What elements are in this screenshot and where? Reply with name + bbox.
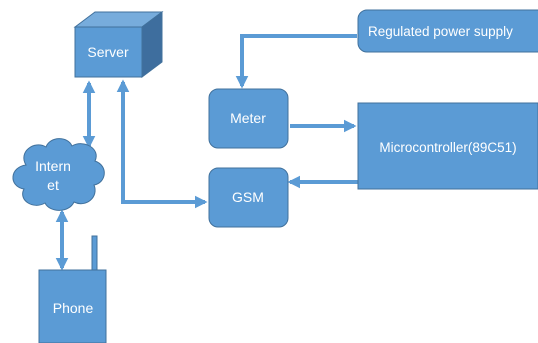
microcontroller-block: Microcontroller(89C51) [357,102,538,190]
gsm-box [208,167,289,228]
phone-block: Phone [38,235,107,343]
connectors [55,34,358,271]
internet-label-line2: et [47,177,59,193]
internet-cloud: Intern et [12,138,105,211]
meter-box [208,88,289,149]
phone-body [38,269,107,343]
internet-label-line1: Intern [35,158,71,174]
server-gsm-link [116,79,208,209]
power-supply-box [357,9,538,53]
power-supply-block: Regulated power supply [357,9,538,53]
microcontroller-box [357,102,538,190]
server-block: Server [73,11,164,78]
phone-label: Phone [53,300,94,316]
meter-label: Meter [230,110,266,126]
cloud-shape [12,138,105,211]
gsm-block: GSM [208,167,289,228]
microcontroller-label: Microcontroller(89C51) [379,140,516,155]
server-label: Server [87,44,129,60]
meter-block: Meter [208,88,289,149]
server-cube-front [74,26,143,78]
power-supply-label: Regulated power supply [368,24,513,39]
gsm-label: GSM [232,189,264,205]
power-meter-link [235,34,357,89]
phone-antenna [91,235,98,271]
